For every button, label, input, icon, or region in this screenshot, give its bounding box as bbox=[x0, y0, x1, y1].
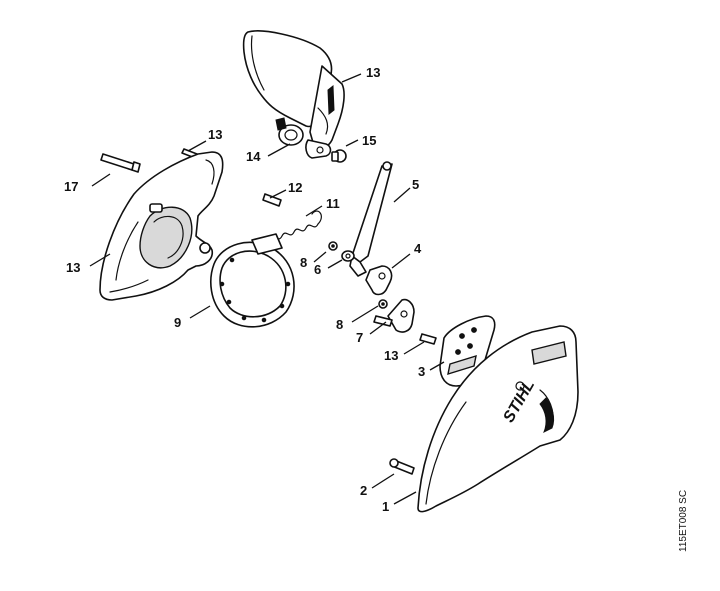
part-1-sprocket-cover: STIHL bbox=[417, 325, 579, 513]
callout-12: 13 bbox=[66, 260, 80, 275]
callout-15: 14 bbox=[246, 149, 261, 164]
part-7-bracket-pin bbox=[373, 298, 415, 333]
leader-lines bbox=[89, 73, 445, 505]
part-16-screw bbox=[331, 149, 347, 163]
part-2-pin bbox=[389, 458, 415, 475]
part-14-hand-guard bbox=[242, 30, 345, 159]
part-6-washer bbox=[341, 250, 355, 262]
callout-14: 13 bbox=[366, 65, 380, 80]
callout-7: 7 bbox=[356, 330, 363, 345]
callout-8-lower: 8 bbox=[336, 317, 343, 332]
callout-3: 3 bbox=[418, 364, 425, 379]
callout-2: 2 bbox=[360, 483, 367, 498]
part-11-pin bbox=[262, 193, 282, 207]
part-8-washer-lower bbox=[378, 299, 388, 309]
callout-13-lower: 13 bbox=[384, 348, 398, 363]
callout-5: 5 bbox=[412, 177, 419, 192]
reference-code: 115ET008 SC bbox=[678, 490, 689, 552]
callout-labels: 13 13 17 14 15 12 11 5 13 8 6 4 9 8 7 13… bbox=[64, 65, 425, 514]
part-5-rod bbox=[349, 161, 393, 277]
callout-8-upper: 8 bbox=[300, 255, 307, 270]
part-12-brake-housing bbox=[99, 151, 224, 301]
callout-13-top: 13 bbox=[208, 127, 222, 142]
callout-4: 4 bbox=[414, 241, 422, 256]
callout-6: 6 bbox=[314, 262, 321, 277]
part-4-lever bbox=[365, 265, 393, 296]
callout-16: 15 bbox=[362, 133, 376, 148]
callout-1: 1 bbox=[382, 499, 389, 514]
part-8-washer-upper bbox=[328, 241, 338, 251]
callout-9: 9 bbox=[174, 315, 181, 330]
part-13-screw-lower bbox=[419, 333, 437, 345]
callout-17: 17 bbox=[64, 179, 78, 194]
callout-10: 11 bbox=[326, 196, 340, 211]
callout-11: 12 bbox=[288, 180, 302, 195]
part-9-brake-band bbox=[210, 233, 295, 328]
part-17-pin bbox=[100, 153, 141, 173]
